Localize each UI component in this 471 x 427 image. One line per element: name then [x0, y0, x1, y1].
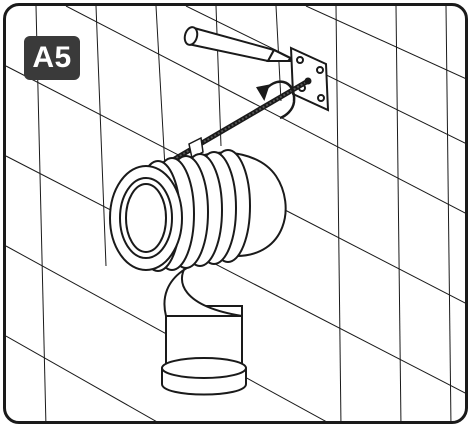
- step-badge: A5: [24, 36, 80, 80]
- pencil-icon: [183, 26, 298, 63]
- wall-tile-grid: [6, 6, 465, 421]
- pan-connector-icon: [109, 149, 287, 396]
- rotation-arrow-icon: [256, 80, 296, 120]
- threaded-rod-icon: [164, 77, 312, 167]
- instruction-panel: A5: [3, 3, 468, 424]
- installation-diagram: [6, 6, 465, 421]
